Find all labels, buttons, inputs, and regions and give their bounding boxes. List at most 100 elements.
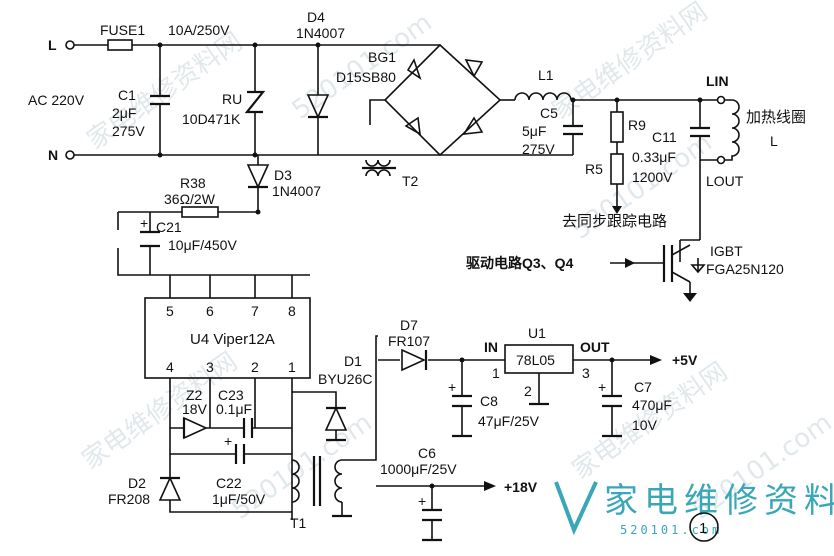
- c22-value: 1μF/50V: [212, 491, 266, 507]
- drive-label: 驱动电路Q3、Q4: [466, 255, 574, 271]
- in-label: IN: [484, 339, 498, 355]
- drive-arrow: [625, 258, 635, 268]
- z2-value: 18V: [182, 401, 208, 417]
- fuse-label: FUSE1: [100, 22, 145, 38]
- node: [252, 42, 258, 48]
- pin-4: 4: [166, 359, 174, 375]
- c8-plus: +: [448, 379, 456, 395]
- bridge-neg-lead: [369, 99, 385, 125]
- pin-6: 6: [206, 303, 214, 319]
- igbt-value: FGA25N120: [706, 261, 784, 277]
- c6-label: C6: [418, 445, 436, 461]
- bg1-label: BG1: [368, 49, 396, 65]
- l1-coil: [514, 92, 572, 101]
- diode-d1: D1 BYU26C: [292, 353, 372, 442]
- c7-plates: [602, 394, 622, 408]
- igbt-ground: [683, 293, 697, 302]
- pin-7: 7: [251, 303, 259, 319]
- node: [609, 357, 615, 363]
- v18-arrow: [484, 481, 496, 491]
- d1-leads: [292, 391, 337, 440]
- bridge-diode-4: [462, 116, 484, 135]
- label-n: N: [48, 147, 58, 163]
- c5-plates: [563, 124, 583, 136]
- c6-plates: [422, 508, 442, 522]
- bridge-diode-1: [406, 58, 422, 80]
- r5-label: R5: [585, 161, 603, 177]
- brand-site: 520101.com: [620, 523, 722, 537]
- resistor-r38: R38 36Ω/2W: [118, 175, 261, 218]
- d2-leads: [169, 428, 292, 513]
- watermark-cn-2: 家电维修资料网: [547, 0, 713, 126]
- capacitor-c21: + C21 10μF/450V: [117, 212, 310, 276]
- c7-plus: +: [598, 379, 606, 395]
- t1-secondary: [334, 459, 343, 503]
- u4-bottom-pins: [169, 378, 293, 392]
- ac-input: L N AC 220V: [28, 37, 85, 163]
- c1-plates: [150, 94, 170, 106]
- regulator-u1: U1 78L05 IN OUT 1 2 3 +5V: [484, 325, 698, 406]
- brand-footer: 家电维修资料网 520101.com 1: [554, 481, 834, 542]
- c22-plus: +: [224, 433, 232, 449]
- c23-plates: [242, 418, 254, 438]
- c21-label: C21: [156, 219, 182, 235]
- pin-3: 3: [206, 359, 214, 375]
- node: [459, 357, 465, 363]
- z2-label: Z2: [186, 387, 203, 403]
- 5v-label: +5V: [672, 352, 698, 368]
- varistor-ru: RU 10D471K: [182, 42, 266, 158]
- lout-label: LOUT: [706, 173, 744, 189]
- brand-logo-icon: [554, 481, 598, 536]
- brand-name: 家电维修资料网: [604, 481, 834, 521]
- t1-core: [312, 456, 322, 506]
- c7-value-2: 10V: [632, 417, 658, 433]
- label-ac: AC 220V: [28, 92, 85, 108]
- lin-label: LIN: [706, 73, 729, 89]
- fuse-value: 10A/250V: [168, 22, 230, 38]
- t1-out: [341, 335, 378, 516]
- out-label: OUT: [580, 339, 610, 355]
- c21-leads: [117, 212, 310, 276]
- c1-value-2: 275V: [112, 123, 145, 139]
- c11-label: C11: [652, 129, 677, 145]
- ru-value: 10D471K: [182, 111, 241, 127]
- c11-value-2: 1200V: [632, 169, 673, 185]
- d2-label: D2: [128, 475, 146, 491]
- u4-top-pins: [169, 275, 293, 298]
- capacitor-c6: + C6 1000μF/25V +18V: [376, 445, 538, 542]
- u1-label: U1: [528, 325, 546, 341]
- d7-value: FR107: [388, 333, 430, 349]
- watermark-url-3: 520101.com: [227, 408, 378, 526]
- d7-body: [401, 348, 426, 372]
- fuse-symbol: [107, 39, 133, 51]
- ru-symbol: [244, 90, 266, 114]
- c11-value-1: 0.33μF: [632, 149, 676, 165]
- bridge-diode-3: [404, 116, 421, 136]
- d3-label: D3: [274, 167, 292, 183]
- node: [315, 42, 321, 48]
- c8-value: 47μF/25V: [478, 413, 540, 429]
- diode-d7: D7 FR107: [378, 317, 505, 372]
- c11-plates: [690, 126, 710, 138]
- u4-label: U4 Viper12A: [190, 331, 275, 348]
- d1-body: [324, 406, 348, 431]
- resonant-tank: LIN LOUT 加热线圈 L C11 0.33μF 1200V: [632, 73, 806, 240]
- pin-1: 1: [288, 359, 296, 375]
- c23-label: C23: [218, 387, 244, 403]
- terminal-lin: [716, 95, 726, 105]
- figure-number-circle: [689, 512, 719, 542]
- 5v-arrow: [650, 355, 662, 365]
- pin-5: 5: [166, 303, 174, 319]
- r38-value: 36Ω/2W: [164, 191, 216, 207]
- node: [255, 209, 261, 215]
- igbt: IGBT FGA25N120 驱动电路Q3、Q4: [466, 239, 784, 302]
- r9-body: [610, 111, 624, 143]
- node: [157, 42, 163, 48]
- c8-plates: [452, 394, 472, 408]
- igbt-diode: [690, 258, 706, 274]
- capacitor-c8: + C8 47μF/25V: [448, 357, 540, 438]
- bg1-value: D15SB80: [336, 69, 396, 85]
- r38-body: [181, 206, 219, 218]
- igbt-collector: [679, 239, 700, 262]
- d3-value: 1N4007: [272, 183, 321, 199]
